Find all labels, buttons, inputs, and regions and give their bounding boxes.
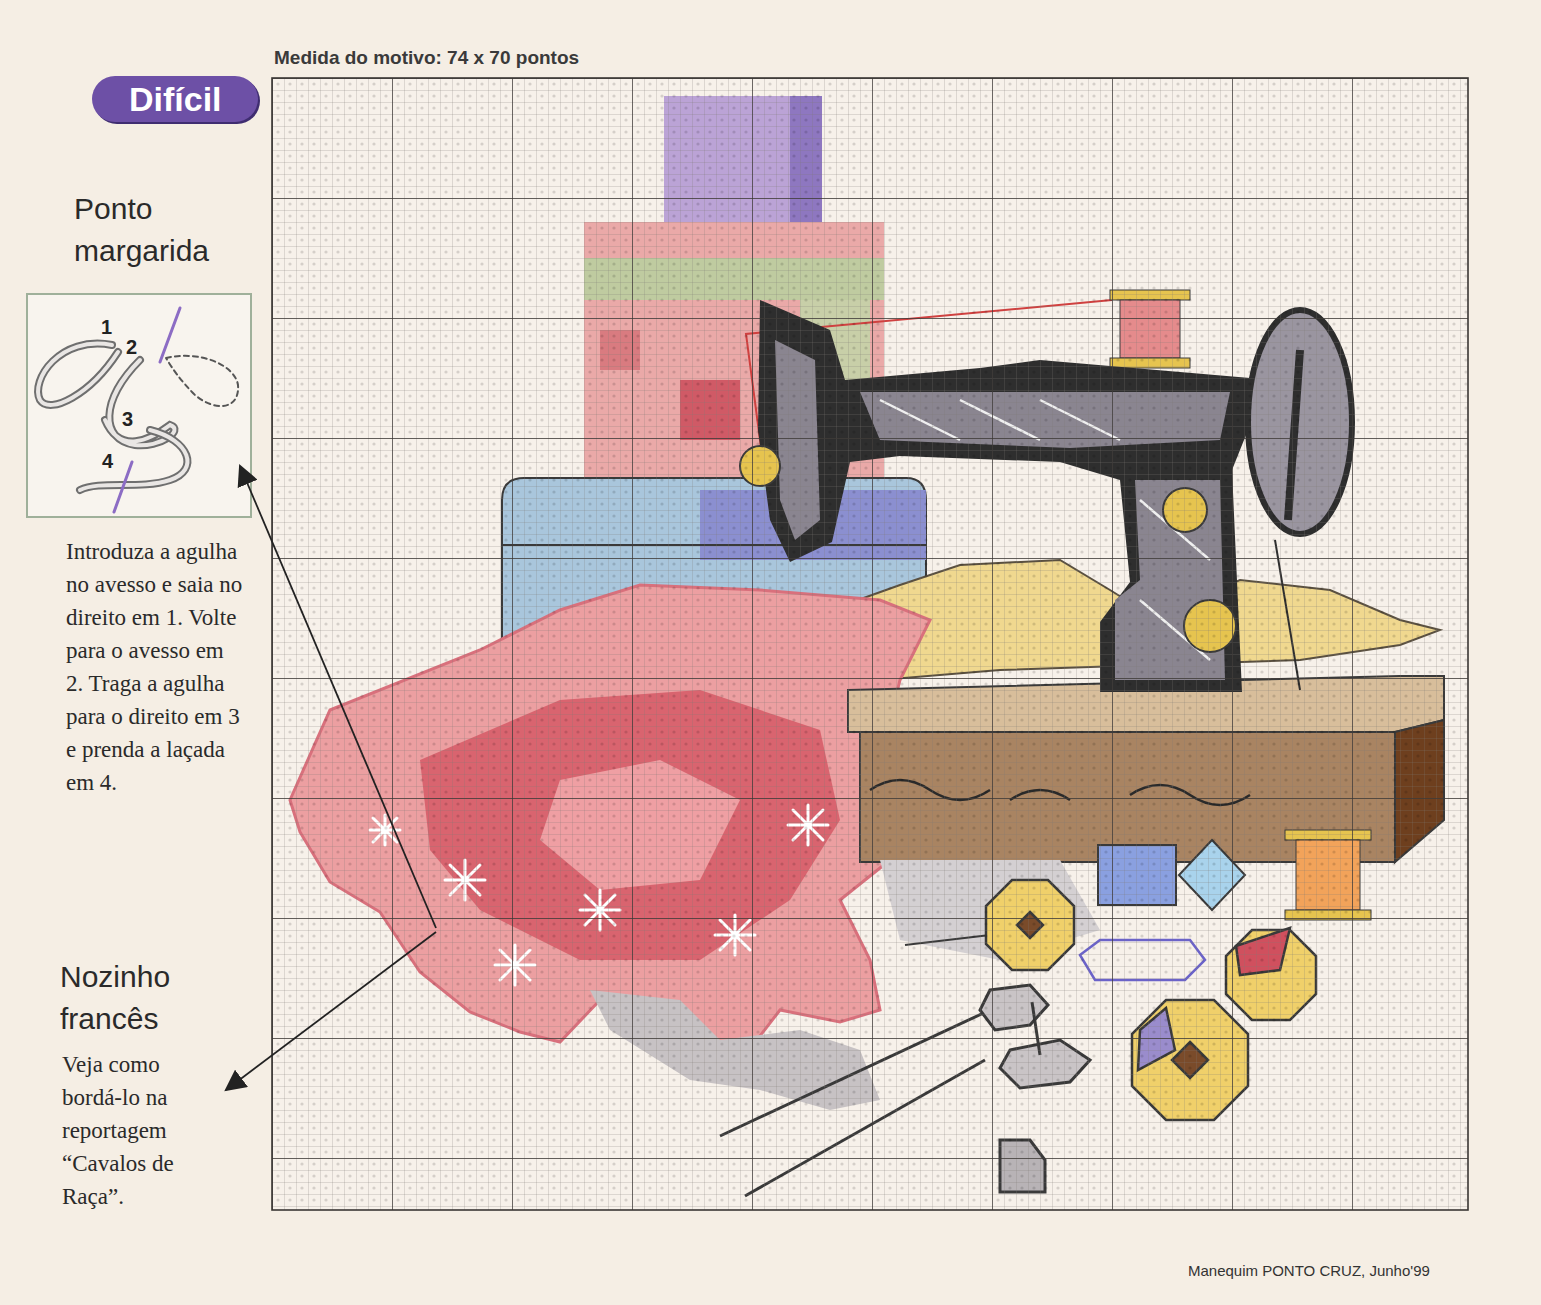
stitch-heading: Nozinho francês	[60, 956, 210, 1040]
callout-number: 1	[101, 316, 112, 339]
stitch-diagram-box: 12 34	[27, 294, 251, 517]
stitch-note: Veja como bordá-lo na reportagem “Cavalo…	[62, 1048, 212, 1213]
stitch-heading: Ponto margarida	[74, 188, 254, 272]
magazine-footer: Manequim PONTO CRUZ, Junho'99	[1188, 1262, 1430, 1279]
difficulty-badge: Difícil	[92, 76, 258, 122]
stitch-instructions: Introduza a agulha no avesso e saia no d…	[66, 535, 246, 799]
callout-number: 4	[102, 450, 113, 473]
callout-number: 3	[122, 408, 133, 431]
difficulty-label: Difícil	[129, 80, 222, 119]
callout-number: 2	[126, 336, 137, 359]
chart-size-title: Medida do motivo: 74 x 70 pontos	[274, 47, 579, 69]
